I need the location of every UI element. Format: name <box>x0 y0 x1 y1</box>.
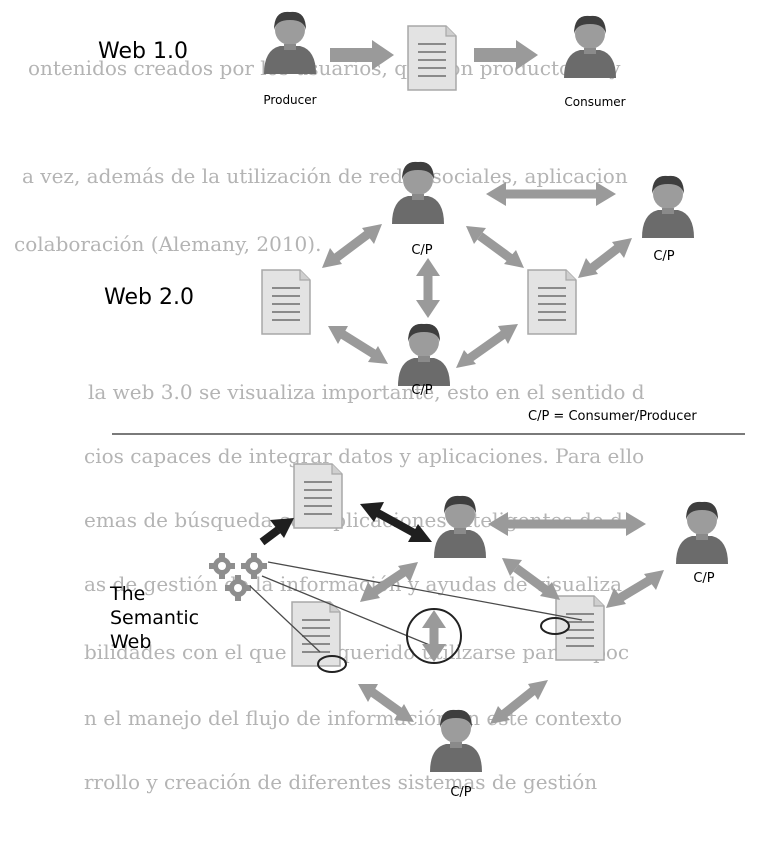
semantic-dark-arrowhead <box>270 518 294 538</box>
web2-arrowhead <box>486 182 506 206</box>
semantic-link-ellipse <box>540 617 570 635</box>
cp-legend: C/P = Consumer/Producer <box>528 409 697 424</box>
semantic-dark-arrowhead <box>360 502 384 522</box>
semantic-link-ellipse <box>317 655 347 673</box>
web2-cp-person-icon <box>392 161 444 224</box>
web2-cp-person-icon <box>398 323 450 386</box>
semantic-cp-person-icon <box>430 709 482 772</box>
web2-arrow <box>467 330 507 362</box>
web2-arrowhead <box>322 248 342 268</box>
background-text-line: bilidades con el que han querido utiliza… <box>84 640 630 664</box>
semantic-arrow <box>371 568 407 596</box>
semantic-title-line-3: Web <box>110 631 151 653</box>
semantic-arrowhead <box>528 680 548 700</box>
background-text-line: cios capaces de integrar datos y aplicac… <box>84 444 645 468</box>
web2-arrowhead <box>466 226 486 244</box>
web2-arrowhead <box>328 326 348 344</box>
semantic-arrow <box>501 686 537 718</box>
semantic-cp-person-icon <box>434 495 486 558</box>
semantic-arrowhead <box>398 562 418 582</box>
background-text-line: colaboración (Alemany, 2010). <box>14 232 322 256</box>
web2-arrow <box>339 330 377 358</box>
web1-document-icon <box>407 25 457 91</box>
semantic-arrowhead <box>606 588 626 608</box>
producer-label: Producer <box>263 93 316 107</box>
semantic-arrowhead <box>358 684 378 702</box>
semantic-node-label: C/P <box>693 571 714 586</box>
semantic-arrowhead <box>490 706 510 724</box>
semantic-arrow <box>369 688 403 716</box>
semantic-link-line <box>249 585 321 653</box>
semantic-arrowhead <box>644 570 664 590</box>
background-text-line: a vez, además de la utilización de redes… <box>22 164 628 188</box>
web2-arrowhead <box>498 324 518 344</box>
web2-arrowhead <box>596 182 616 206</box>
semantic-arrowhead <box>360 582 380 602</box>
web2-arrowhead <box>578 258 598 278</box>
web2-arrow <box>589 244 621 272</box>
consumer-label: Consumer <box>564 95 625 109</box>
semantic-link-circle <box>406 608 462 664</box>
web2-arrow <box>477 232 513 262</box>
semantic-node-label: C/P <box>450 785 471 800</box>
background-text-line: la web 3.0 se visualiza importante, esto… <box>88 380 645 404</box>
background-text-line: n el manejo del flujo de información en … <box>84 706 623 730</box>
semantic-arrowhead <box>422 610 446 628</box>
semantic-links <box>249 561 583 653</box>
web1-arrow-2 <box>474 40 538 70</box>
semantic-title-line-2: Semantic <box>110 607 199 629</box>
semantic-arrowhead <box>502 558 522 576</box>
web2-title: Web 2.0 <box>104 285 194 310</box>
web2-arrowhead <box>416 258 440 276</box>
semantic-dark-arrows <box>259 502 432 546</box>
web1-title: Web 1.0 <box>98 39 188 64</box>
semantic-link-line <box>261 575 433 647</box>
semantic-arrow <box>617 576 653 602</box>
semantic-arrowhead <box>488 512 508 536</box>
web2-cp-person-icon <box>642 175 694 238</box>
semantic-arrowhead <box>540 582 560 600</box>
web2-document-icon <box>527 269 577 335</box>
web2-document-icon <box>261 269 311 335</box>
semantic-link-line <box>267 561 583 621</box>
semantic-arrowhead <box>626 512 646 536</box>
semantic-dark-arrow <box>259 526 281 546</box>
web2-arrowhead <box>368 346 388 364</box>
web2-node-label: C/P <box>411 383 432 398</box>
semantic-dark-arrowhead <box>408 524 432 542</box>
web2-node-label: C/P <box>653 249 674 264</box>
web2-arrowhead <box>456 350 476 368</box>
web2-arrowhead <box>612 238 632 258</box>
semantic-arrowhead <box>422 644 446 662</box>
web2-arrow <box>333 230 371 262</box>
semantic-document-icon <box>555 595 605 661</box>
web2-arrowhead <box>504 250 524 268</box>
semantic-arrowhead <box>394 704 414 722</box>
semantic-gray-arrows <box>358 512 664 724</box>
semantic-document-icon <box>293 463 343 529</box>
web2-node-label: C/P <box>411 243 432 258</box>
producer-person-icon <box>264 11 316 74</box>
web2-arrowhead <box>416 300 440 318</box>
web2-arrowhead <box>362 224 382 244</box>
web1-arrow-1 <box>330 40 394 70</box>
semantic-dark-arrow <box>374 508 418 538</box>
semantic-arrow <box>513 564 549 594</box>
semantic-title-line-1: The <box>109 583 145 605</box>
semantic-cp-person-icon <box>676 501 728 564</box>
web2-arrows <box>322 182 632 368</box>
consumer-person-icon <box>564 15 616 78</box>
background-text-line: rrollo y creación de diferentes sistemas… <box>84 770 598 794</box>
